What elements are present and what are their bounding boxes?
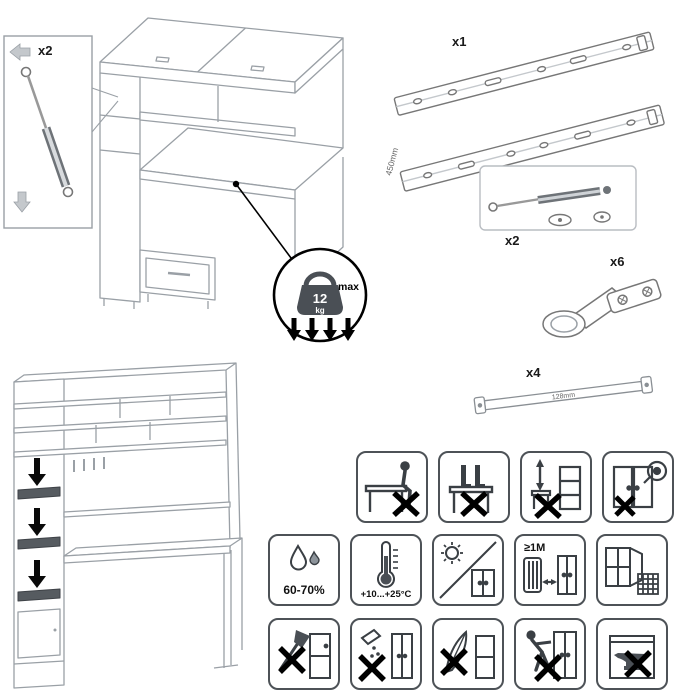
care-icon-no-standing <box>438 451 510 523</box>
care-icon-no-liquids <box>350 618 422 690</box>
rail-length-label: 128mm <box>551 392 575 402</box>
desk-isometric-drawing <box>99 17 344 309</box>
weight-unit-label: kg <box>315 306 324 315</box>
kettlebell-icon <box>297 271 343 315</box>
care-icon-no-impacts <box>268 618 340 690</box>
weight-value-label: 12 <box>313 291 327 306</box>
hinge-drawing: x6 <box>542 254 662 338</box>
drawer-slides-drawing: x1 450mm <box>383 31 665 192</box>
no-pushing-loaded-icon <box>526 630 577 682</box>
load-direction-arrows-icon <box>287 318 355 341</box>
weight-limit-badge: 12 kg max <box>232 180 368 343</box>
humidity-range-label: 60-70% <box>283 583 325 597</box>
slides-length-label: 450mm <box>383 147 400 177</box>
door-hinge-care-icon <box>612 460 668 517</box>
no-liquids-icon <box>358 628 413 682</box>
desk-front-drawing <box>13 362 243 689</box>
gas-strut-parts-box: x2 <box>479 165 637 248</box>
ventilated-dry-wall-icon <box>605 547 659 595</box>
no-climbing-icon <box>530 459 582 519</box>
weight-max-label: max <box>338 281 359 293</box>
gas-strut-qty-label: x2 <box>505 233 519 248</box>
humidity-icon: 60-70% <box>283 543 325 597</box>
care-icon-no-pushing <box>514 618 586 690</box>
insert-shelves <box>17 486 61 602</box>
temperature-icon: +10...+25°C <box>361 541 412 600</box>
no-impacts-icon <box>278 630 331 679</box>
no-feather-duster-icon <box>440 629 495 679</box>
gas-strut-callout: x2 <box>3 35 119 229</box>
temperature-range-label: +10...+25°C <box>361 589 412 600</box>
no-heavy-loads-icon <box>609 635 655 679</box>
slides-qty-label: x1 <box>452 34 466 49</box>
no-standing-icon <box>448 465 494 518</box>
care-icon-no-sitting <box>356 451 428 523</box>
care-icon-heat-distance: ≥1M <box>514 534 586 606</box>
shelf-insert-arrows-icon <box>28 458 46 588</box>
left-arrow-icon <box>9 43 31 61</box>
hinge-qty-label: x6 <box>610 254 624 269</box>
keep-distance-from-heat-icon: ≥1M <box>523 542 577 595</box>
care-icon-no-climbing <box>520 451 592 523</box>
care-icon-ventilation <box>596 534 668 606</box>
strut-callout-qty-label: x2 <box>38 43 52 58</box>
down-arrow-icon <box>13 191 31 213</box>
care-icon-humidity: 60-70% <box>268 534 340 606</box>
rail-qty-label: x4 <box>526 365 541 380</box>
care-icon-door-hinge <box>602 451 674 523</box>
gas-strut-detail-drawing <box>20 66 74 198</box>
care-icon-temperature: +10...+25°C <box>350 534 422 606</box>
care-icon-no-feather <box>432 618 504 690</box>
care-icon-no-heavy-loads <box>596 618 668 690</box>
min-distance-label: ≥1M <box>524 542 545 554</box>
care-icon-sunlight <box>432 534 504 606</box>
rail-drawing: x4 128mm <box>473 365 654 415</box>
no-sitting-icon <box>364 461 420 518</box>
avoid-sunlight-icon <box>439 541 497 599</box>
